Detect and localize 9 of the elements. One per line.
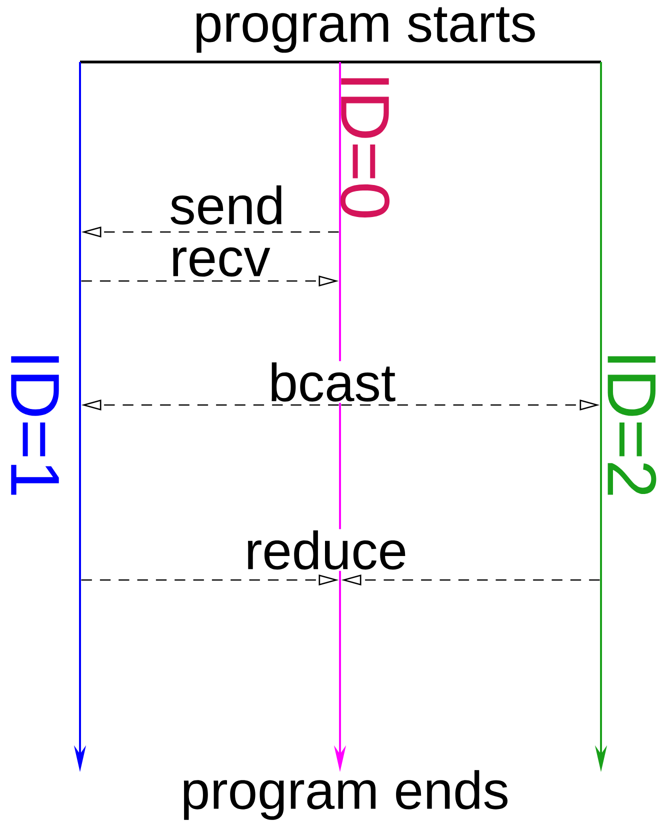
process-label: ID=0 (340, 78, 390, 218)
phase-label: program starts (196, 7, 535, 53)
process-label: ID=2 (608, 356, 656, 495)
edge-label: recv (168, 246, 272, 278)
phase-label: program ends (184, 770, 508, 820)
edge-label: reduce (243, 529, 409, 571)
process-label: ID=1 (11, 356, 59, 495)
edge-label: send (168, 184, 286, 226)
edge-label: bcast (266, 361, 398, 403)
